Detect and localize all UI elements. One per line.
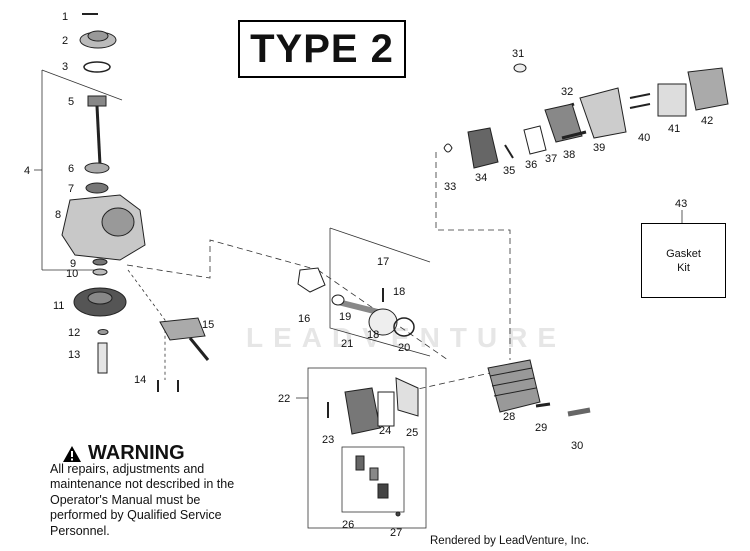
part-label: 5: [68, 96, 74, 108]
kit-line2: Kit: [677, 261, 690, 274]
part-label: 33: [444, 181, 456, 193]
part-label: 39: [593, 142, 605, 154]
part-label: 30: [571, 440, 583, 452]
part-label: 23: [322, 434, 334, 446]
part-label: 12: [68, 327, 80, 339]
type-title: TYPE 2: [238, 20, 406, 78]
part-label: 3: [62, 61, 68, 73]
part-label: 4: [24, 165, 30, 177]
part-label: 34: [475, 172, 487, 184]
part-label: 27: [390, 527, 402, 539]
part-label: 10: [66, 268, 78, 280]
part-label: 14: [134, 374, 146, 386]
part-label: 38: [563, 149, 575, 161]
part-label: 9: [70, 258, 76, 270]
part-label: 17: [377, 256, 389, 268]
part-label: 41: [668, 123, 680, 135]
part-label: 28: [503, 411, 515, 423]
part-label: 22: [278, 393, 290, 405]
warning-text: All repairs, adjustments and maintenance…: [50, 462, 235, 538]
part-label: 31: [512, 48, 524, 60]
footer-credit: Rendered by LeadVenture, Inc.: [430, 535, 590, 547]
part-label: 13: [68, 349, 80, 361]
part-label: 15: [202, 319, 214, 331]
part-label: 6: [68, 163, 74, 175]
part-label: 32: [561, 86, 573, 98]
part-label: 26: [342, 519, 354, 531]
part-label: 7: [68, 183, 74, 195]
part-label: 21: [341, 338, 353, 350]
part-label: 18: [367, 329, 379, 341]
part-label: 18: [393, 286, 405, 298]
part-label: 24: [379, 425, 391, 437]
part-label: 2: [62, 35, 68, 47]
part-label: 25: [406, 427, 418, 439]
gasket-kit-box: Gasket Kit: [641, 223, 726, 298]
kit-number: 43: [675, 198, 688, 210]
warning-heading: WARNING: [62, 442, 185, 465]
warning-title: WARNING: [88, 442, 185, 464]
part-label: 16: [298, 313, 310, 325]
part-label: 29: [535, 422, 547, 434]
kit-line1: Gasket: [666, 247, 701, 260]
part-label: 42: [701, 115, 713, 127]
part-label: 40: [638, 132, 650, 144]
part-label: 1: [62, 11, 68, 23]
part-label: 36: [525, 159, 537, 171]
part-label: 8: [55, 209, 61, 221]
part-label: 20: [398, 342, 410, 354]
warning-icon: [63, 445, 81, 462]
part-label: 19: [339, 311, 351, 323]
part-label: 11: [53, 300, 64, 312]
part-label: 35: [503, 165, 515, 177]
part-label: 37: [545, 153, 557, 165]
